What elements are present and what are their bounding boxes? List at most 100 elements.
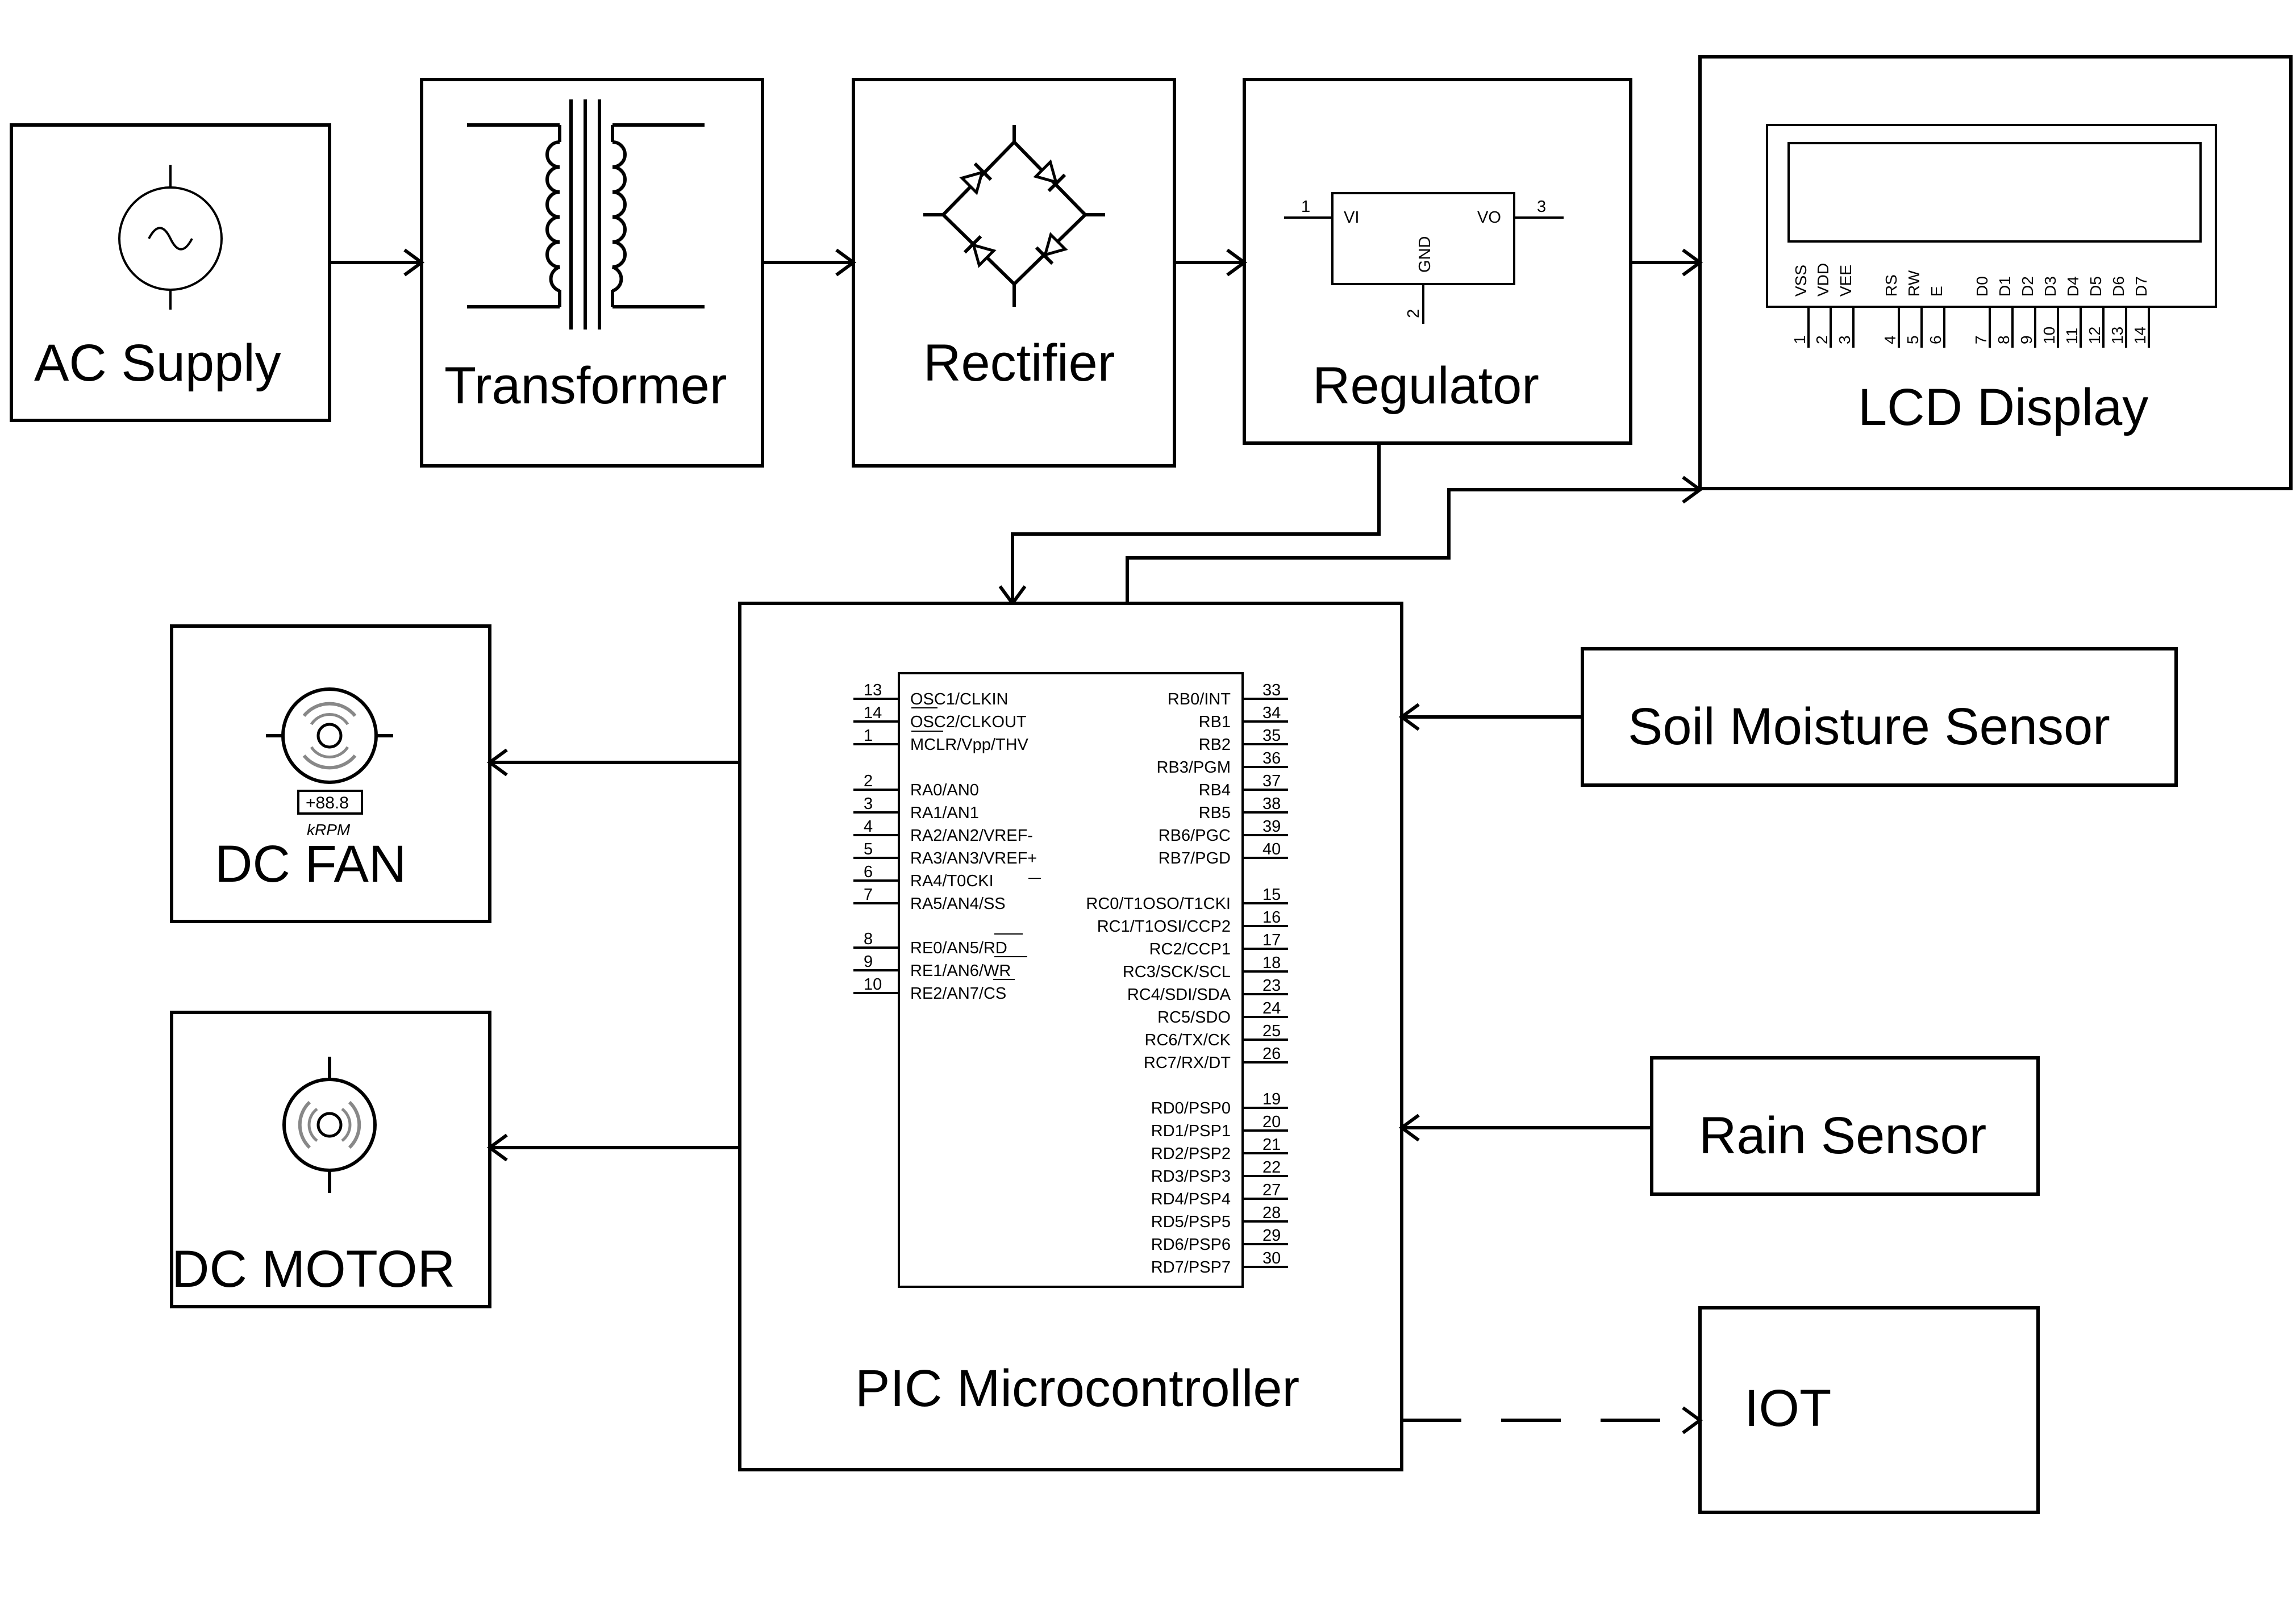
lcd-signal-label: E bbox=[1928, 286, 1945, 297]
pic-pin-number: 19 bbox=[1262, 1090, 1281, 1108]
iot-label: IOT bbox=[1744, 1379, 1831, 1437]
pic-right-pin-column: 33RB0/INT34RB135RB236RB3/PGM37RB438RB539… bbox=[1086, 681, 1288, 1277]
pic-pin-label: RE1/AN6/WR bbox=[910, 962, 1011, 980]
pic-pin-label: OSC1/CLKIN bbox=[910, 690, 1008, 708]
pic-pin-label: RB3/PGM bbox=[1156, 758, 1231, 777]
regulator-pin-1: 1 bbox=[1301, 198, 1310, 216]
pic-pin-number: 27 bbox=[1262, 1181, 1281, 1199]
pic-pin-label: RB1 bbox=[1199, 713, 1231, 731]
pic-pin-number: 36 bbox=[1262, 749, 1281, 768]
lcd-signal-label: D7 bbox=[2132, 276, 2150, 297]
pic-pin-label: RE0/AN5/RD bbox=[910, 939, 1007, 957]
pic-pin-number: 38 bbox=[1262, 795, 1281, 813]
pic-pin-label: RD2/PSP2 bbox=[1151, 1145, 1231, 1163]
pic-pin-label: RB4 bbox=[1199, 781, 1231, 799]
regulator-gnd-label: GND bbox=[1416, 236, 1434, 273]
pic-pin-number: 13 bbox=[864, 681, 882, 699]
regulator-ic-icon: 1 3 VI VO GND 2 bbox=[1284, 192, 1564, 324]
lcd-signal-label: VEE bbox=[1837, 265, 1855, 297]
lcd-display-block: VSS1VDD2VEE3RS4RW5E6D07D18D29D310D411D51… bbox=[1698, 55, 2293, 490]
fan-rpm-readout: +88.8 bbox=[306, 794, 349, 812]
lcd-pin-number: 8 bbox=[1995, 335, 2012, 344]
lcd-signal-label: VDD bbox=[1814, 263, 1832, 297]
transformer-icon bbox=[467, 99, 705, 330]
regulator-block: 1 3 VI VO GND 2 Regulator bbox=[1243, 78, 1632, 445]
pic-pin-label: RA2/AN2/VREF- bbox=[910, 827, 1033, 845]
dc-motor-block: DC MOTOR bbox=[170, 1011, 491, 1308]
pic-pin-number: 23 bbox=[1262, 977, 1281, 995]
power-chain-connectors bbox=[330, 248, 1703, 277]
regulator-vo-label: VO bbox=[1477, 208, 1501, 227]
pic-pin-number: 35 bbox=[1262, 727, 1281, 745]
lcd-pin-number: 10 bbox=[2040, 327, 2058, 344]
soil-moisture-sensor-block: Soil Moisture Sensor bbox=[1581, 647, 2178, 787]
pic-pin-label: RD7/PSP7 bbox=[1151, 1258, 1231, 1277]
motor-icon bbox=[282, 1057, 377, 1193]
pic-chip-body bbox=[898, 672, 1244, 1288]
pic-pin-label: RD1/PSP1 bbox=[1151, 1122, 1231, 1140]
regulator-vi-label: VI bbox=[1344, 208, 1359, 227]
pic-pin-number: 10 bbox=[864, 975, 882, 994]
pic-pin-label: RC4/SDI/SDA bbox=[1127, 986, 1231, 1004]
pic-pin-number: 21 bbox=[1262, 1136, 1281, 1154]
pic-pin-label: RC5/SDO bbox=[1157, 1008, 1231, 1027]
soil-to-pic-connector bbox=[1398, 703, 1582, 731]
pic-pin-label: RC7/RX/DT bbox=[1144, 1054, 1231, 1072]
transformer-label: Transformer bbox=[444, 357, 727, 415]
lcd-pin-number: 14 bbox=[2131, 327, 2149, 344]
pic-to-motor-connector bbox=[486, 1133, 740, 1162]
pic-pin-label: RB0/INT bbox=[1168, 690, 1231, 708]
pic-pin-label: RD6/PSP6 bbox=[1151, 1236, 1231, 1254]
pic-pin-number: 29 bbox=[1262, 1227, 1281, 1245]
pic-pin-label: RD0/PSP0 bbox=[1151, 1099, 1231, 1117]
pic-to-iot-connector bbox=[1402, 1406, 1703, 1434]
lcd-module-icon bbox=[1766, 124, 2217, 308]
lcd-pin-number: 5 bbox=[1904, 335, 1922, 344]
fan-rpm-unit: kRPM bbox=[307, 821, 351, 839]
pic-pin-number: 20 bbox=[1262, 1113, 1281, 1131]
bridge-rectifier-icon bbox=[923, 125, 1105, 307]
pic-to-lcd-connector bbox=[1126, 476, 1703, 603]
dc-fan-label: DC FAN bbox=[215, 835, 406, 893]
pic-pin-label: RD5/PSP5 bbox=[1151, 1213, 1231, 1231]
pic-to-fan-connector bbox=[486, 748, 740, 777]
pic-pin-label: RA5/AN4/SS bbox=[910, 895, 1006, 913]
lcd-signal-label: D6 bbox=[2110, 276, 2127, 297]
pic-pin-label: RC1/T1OSI/CCP2 bbox=[1097, 917, 1231, 936]
pic-pin-number: 9 bbox=[864, 953, 873, 971]
pic-pin-number: 25 bbox=[1262, 1022, 1281, 1040]
dc-motor-label: DC MOTOR bbox=[172, 1240, 455, 1298]
soil-sensor-label: Soil Moisture Sensor bbox=[1628, 698, 2110, 756]
pic-pin-label: RC2/CCP1 bbox=[1149, 940, 1231, 958]
lcd-pin-number: 3 bbox=[1836, 335, 1853, 344]
pic-pin-number: 15 bbox=[1262, 886, 1281, 904]
pic-pin-label: RD3/PSP3 bbox=[1151, 1167, 1231, 1186]
lcd-pin-number: 12 bbox=[2086, 327, 2103, 344]
pic-pin-number: 4 bbox=[864, 818, 873, 836]
pic-pin-number: 5 bbox=[864, 840, 873, 858]
lcd-pin-number: 7 bbox=[1972, 335, 1990, 344]
pic-label: PIC Microcontroller bbox=[855, 1359, 1299, 1417]
pic-pin-label: RB2 bbox=[1199, 736, 1231, 754]
lcd-pin-number: 2 bbox=[1813, 335, 1831, 344]
lcd-signal-label: RW bbox=[1905, 270, 1923, 297]
pic-pin-number: 3 bbox=[864, 795, 873, 813]
lcd-signal-label: D0 bbox=[1973, 276, 1991, 297]
ac-supply-block: AC Supply bbox=[10, 123, 331, 422]
rain-sensor-label: Rain Sensor bbox=[1699, 1107, 1986, 1165]
transformer-block: Transformer bbox=[420, 78, 764, 468]
lcd-signal-label: D2 bbox=[2019, 276, 2036, 297]
pic-pin-number: 8 bbox=[864, 930, 873, 948]
pic-pin-number: 39 bbox=[1262, 818, 1281, 836]
pic-pin-number: 33 bbox=[1262, 681, 1281, 699]
lcd-pin-number: 13 bbox=[2109, 327, 2126, 344]
lcd-pin-number: 1 bbox=[1791, 335, 1809, 344]
pic-pin-label: RB7/PGD bbox=[1159, 849, 1231, 868]
pic-pin-label: RC6/TX/CK bbox=[1145, 1031, 1231, 1049]
pic-pin-number: 1 bbox=[864, 727, 873, 745]
lcd-display-label: LCD Display bbox=[1858, 378, 2148, 436]
lcd-signal-label: D1 bbox=[1996, 276, 2014, 297]
lcd-pin-number: 6 bbox=[1927, 335, 1944, 344]
pic-pin-number: 17 bbox=[1262, 931, 1281, 949]
